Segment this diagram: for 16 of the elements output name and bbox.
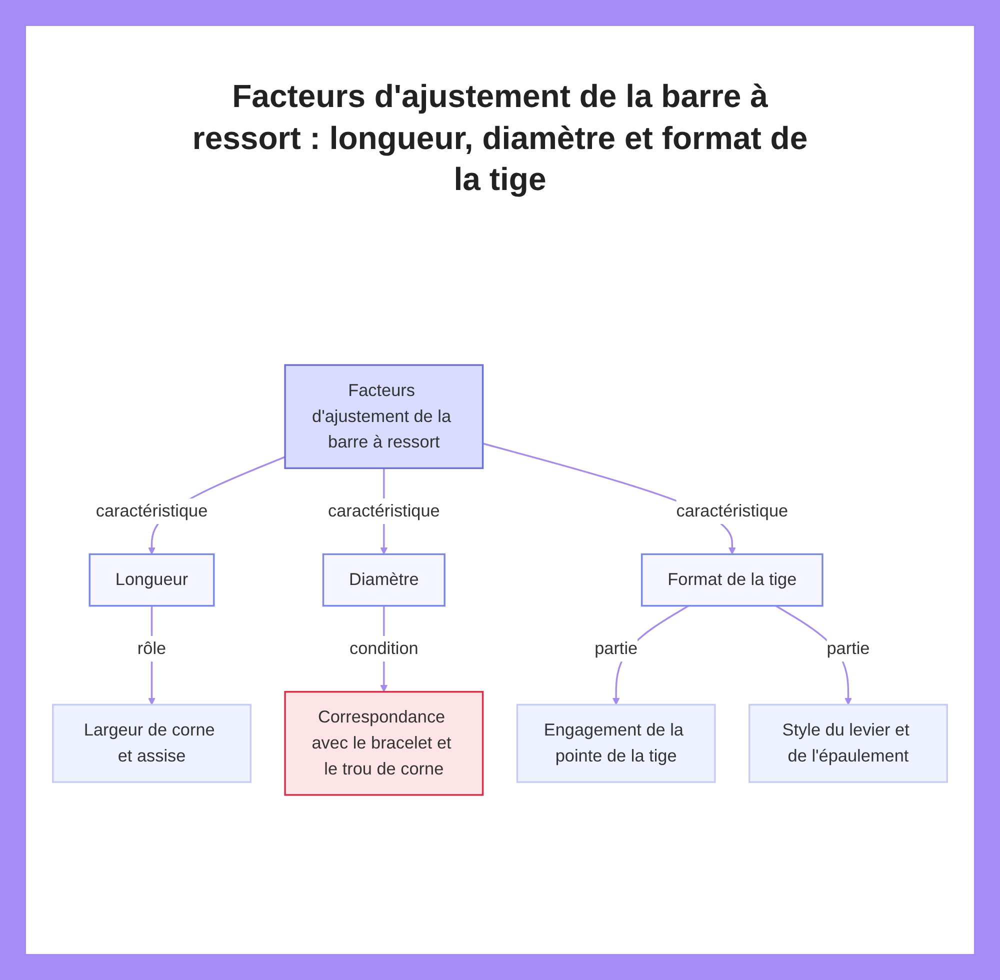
edge-label: partie xyxy=(826,639,870,658)
node-box: Correspondance avec le bracelet et le trou de corne xyxy=(284,690,484,796)
node-box: Facteurs d'ajustement de la barre à ressort xyxy=(284,364,484,470)
edge-label: caractéristique xyxy=(328,502,440,521)
diagram-title: Facteurs d'ajustement de la barre à ressort : longueur, diamètre et format de la tige xyxy=(191,77,809,200)
node-box: Largeur de corne et assise xyxy=(52,704,252,783)
edge-label: caractéristique xyxy=(96,502,208,521)
edge-label: rôle xyxy=(137,639,166,658)
node-box: Format de la tige xyxy=(640,553,824,607)
node-box: Style du levier et de l'épaulement xyxy=(748,704,948,783)
edge-label: caractéristique xyxy=(676,502,788,521)
node-box: Engagement de la pointe de la tige xyxy=(516,704,716,783)
node-box: Longueur xyxy=(88,553,215,607)
edge-label: partie xyxy=(594,639,638,658)
edge-label: condition xyxy=(350,639,418,658)
node-box: Diamètre xyxy=(322,553,446,607)
